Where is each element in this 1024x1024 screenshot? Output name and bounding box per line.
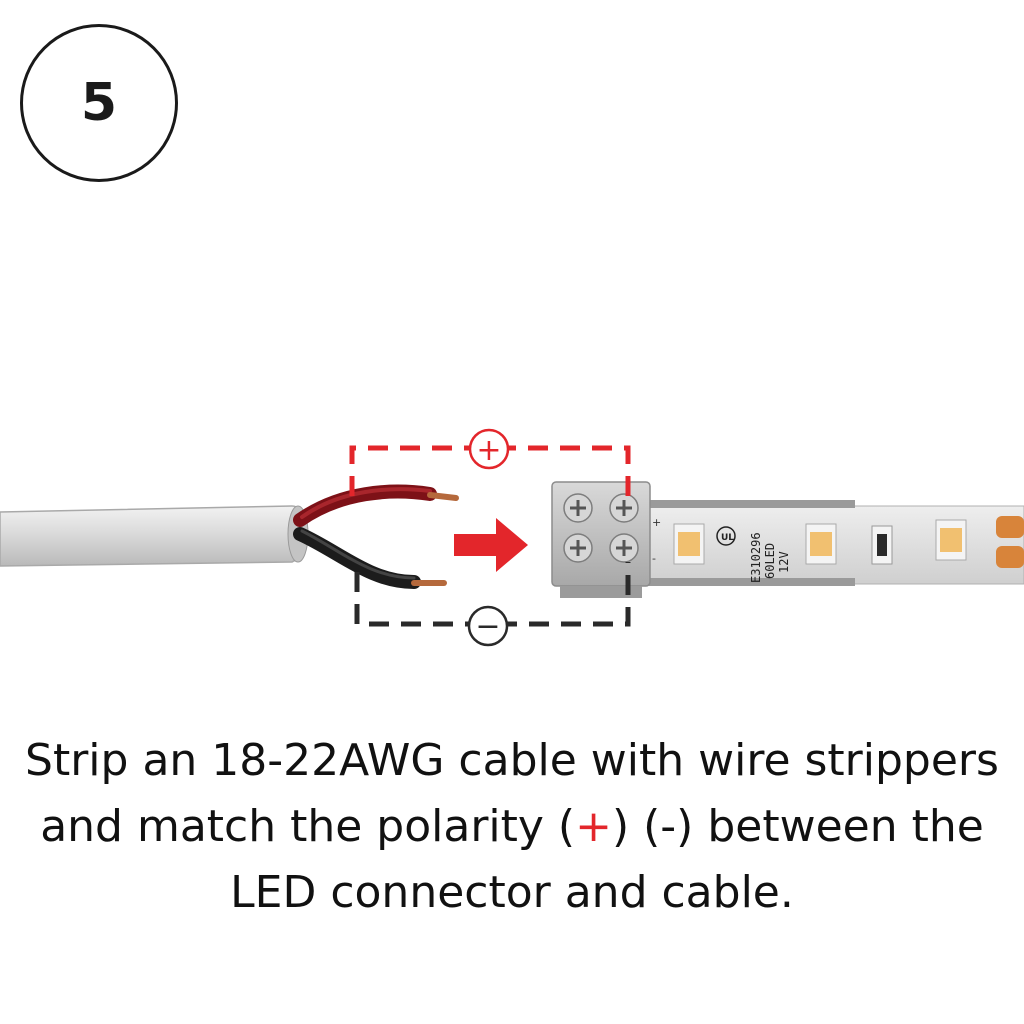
step-number: 5 xyxy=(80,73,118,133)
direction-arrow xyxy=(454,518,528,572)
led-chip-2 xyxy=(805,523,837,565)
led-connector xyxy=(551,481,651,598)
positive-symbol-icon: + xyxy=(468,428,510,470)
cable-jacket xyxy=(0,505,307,567)
strip-text-led: 60LED xyxy=(763,543,777,579)
caption-line-1: Strip an 18-22AWG cable with wire stripp… xyxy=(25,735,999,786)
caption-line-2: and match the polarity (+) (-) between t… xyxy=(0,794,1024,860)
strip-text-voltage: 12V xyxy=(777,551,791,573)
caption-line-3: LED connector and cable. xyxy=(230,867,794,918)
led-chip-3 xyxy=(935,519,967,561)
copper-pad-bottom xyxy=(996,546,1024,568)
copper-pad-top xyxy=(996,516,1024,538)
black-wire xyxy=(293,527,421,589)
caption-line-2-start: and match the polarity ( xyxy=(40,801,576,852)
svg-text:UL: UL xyxy=(721,533,734,543)
step-badge: 5 xyxy=(20,24,178,182)
svg-text:-: - xyxy=(652,552,656,565)
caption-plus-sign: + xyxy=(575,801,612,852)
ul-mark-icon: UL xyxy=(716,526,736,546)
strip-text-cert: E310296 xyxy=(749,532,763,583)
negative-guide-line xyxy=(354,562,631,627)
svg-text:+: + xyxy=(652,516,661,529)
instruction-caption: Strip an 18-22AWG cable with wire stripp… xyxy=(0,728,1024,926)
svg-text:+: + xyxy=(476,433,501,468)
led-chip-1 xyxy=(673,523,705,565)
caption-line-2-end: ) (-) between the xyxy=(611,801,984,852)
negative-symbol-icon: − xyxy=(467,605,509,647)
svg-text:−: − xyxy=(475,609,500,644)
red-wire-tip xyxy=(427,492,459,501)
